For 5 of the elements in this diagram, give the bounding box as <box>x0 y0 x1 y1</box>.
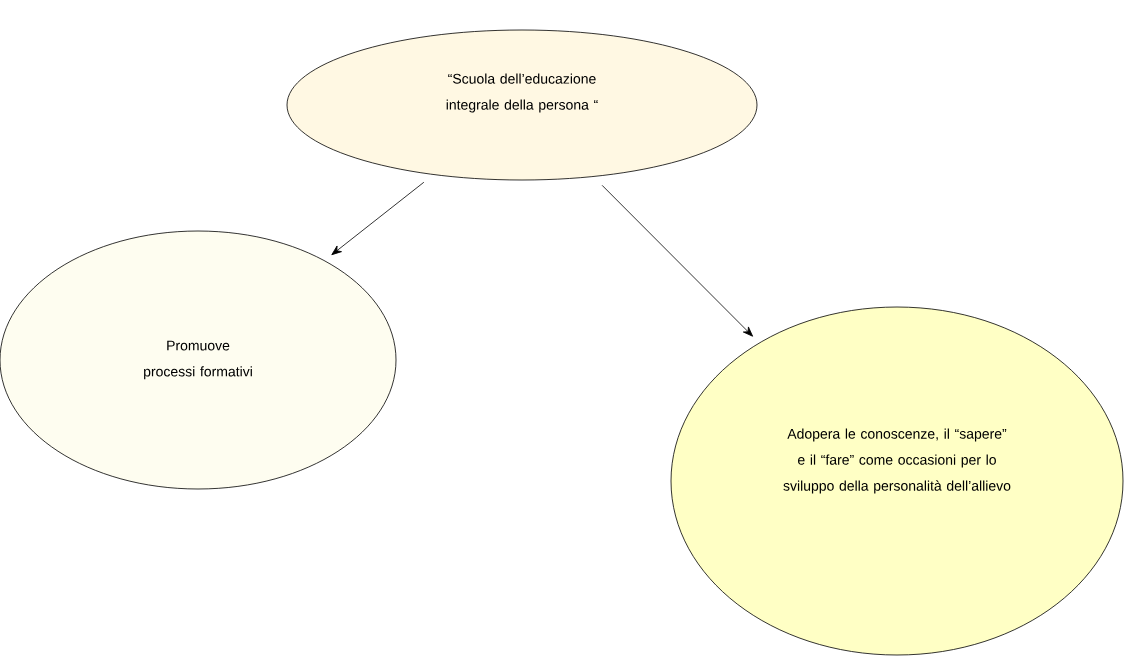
ellipse-node: “Scuola dell’educazione integrale della persona “ <box>286 29 758 181</box>
ellipse-node: Adopera le conoscenze, il “sapere” e il “fare” come occasioni per lo sviluppo della personalità dell’allievo <box>670 306 1124 656</box>
arrow <box>331 181 425 256</box>
ellipse-node: Promuove processi formativi <box>0 230 397 490</box>
arrow <box>601 184 754 337</box>
